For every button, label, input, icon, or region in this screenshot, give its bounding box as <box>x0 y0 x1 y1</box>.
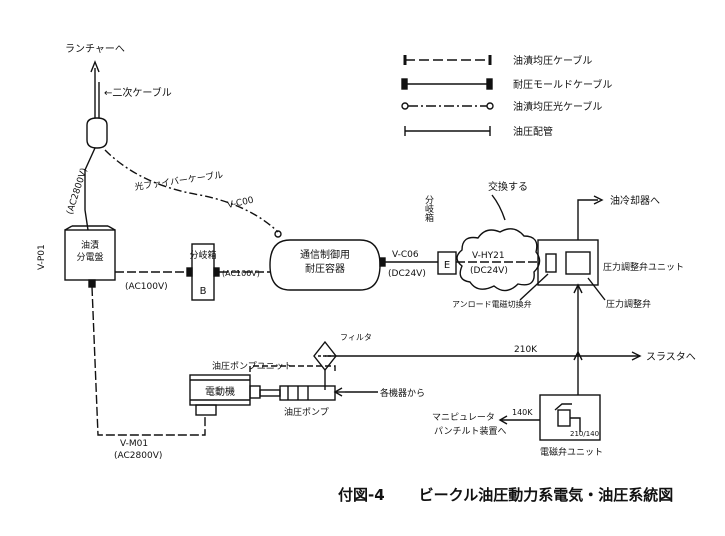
label-v-m01: V-M01 <box>120 439 148 449</box>
figure-caption: 付図-4 ビークル油圧動力系電気・油圧系統図 <box>338 484 707 505</box>
label-fiber-cable: 光ファイバーケーブル <box>134 169 224 193</box>
label-v-p01: V-P01 <box>37 244 47 270</box>
label-pump: 油圧ポンプ <box>284 406 329 418</box>
legend-line-2 <box>401 78 493 90</box>
label-ac2800: (AC2800V) <box>65 167 89 216</box>
label-dc24-b: (DC24V) <box>470 266 508 276</box>
label-motor: 電動機 <box>205 385 235 398</box>
pressure-control-unit <box>537 239 599 286</box>
label-v-c00: V-C00 <box>227 196 255 211</box>
label-vessel-1: 通信制御用 <box>300 248 350 261</box>
label-p210-top: 210K <box>514 345 538 355</box>
label-manipulator-1: マニピュレータ <box>432 412 495 423</box>
figure-number: 付図-4 <box>338 486 385 504</box>
label-oil-box-2: 分電盤 <box>76 251 103 263</box>
label-v-hy21: V-HY21 <box>472 251 505 261</box>
legend-label-4: 油圧配管 <box>513 125 553 138</box>
legend-label-2: 耐圧モールドケーブル <box>513 78 612 91</box>
line-to-oil-cooler <box>577 199 598 240</box>
cable-v-m01 <box>91 286 206 436</box>
label-pump-unit: 油圧ポンプユニット <box>212 360 293 372</box>
label-filter: フィルタ <box>340 333 372 342</box>
label-box-e: E <box>444 260 450 271</box>
label-ac100-mid: (AC100V) <box>222 269 260 278</box>
label-from-sensors: 各機器から <box>380 387 425 399</box>
label-vessel-2: 耐圧容器 <box>305 262 345 275</box>
legend-line-4 <box>404 126 491 136</box>
label-exchange: 交換する <box>488 180 528 193</box>
label-thruster: スラスタへ <box>646 351 696 363</box>
label-manipulator-2: パンチルト装置へ <box>434 425 506 437</box>
label-pressure-unit: 圧力調整弁ユニット <box>603 261 684 273</box>
label-ac2800-bottom: (AC2800V) <box>114 451 162 461</box>
fiber-cable <box>104 149 279 233</box>
label-pressure-valve: 圧力調整弁 <box>606 298 651 310</box>
label-oil-box: 油漬 <box>81 239 99 251</box>
cable-ac2800 <box>84 147 96 231</box>
label-dc24-a: (DC24V) <box>388 269 426 279</box>
label-secondary-cable: ←二次ケーブル <box>104 86 172 99</box>
legend <box>401 55 494 136</box>
label-to-lantern: ランチャーへ <box>65 43 125 55</box>
motor-terminal <box>195 404 217 416</box>
cable-connector <box>86 117 108 149</box>
branch-box-e <box>437 251 457 275</box>
label-v-c06: V-C06 <box>392 250 419 260</box>
legend-line-1 <box>403 55 492 65</box>
label-oil-cooler: 油冷却器へ <box>610 194 660 207</box>
exchange-cloud <box>456 228 541 292</box>
pressure-vessel <box>269 239 381 291</box>
figure-title: ビークル油圧動力系電気・油圧系統図 <box>418 486 674 504</box>
label-branch-box: 分岐箱 <box>423 195 434 223</box>
label-ac100-left: (AC100V) <box>125 282 168 292</box>
exchange-pointer <box>491 194 506 221</box>
label-solenoid-unit: 電磁弁ユニット <box>540 446 603 458</box>
label-anode-valve: アンロード電磁切換弁 <box>452 299 532 309</box>
solenoid-valve-unit <box>539 394 601 441</box>
label-junction-b: 分岐箱 <box>189 249 216 261</box>
label-p210-140: 210/140 <box>570 430 599 438</box>
legend-label-1: 油漬均圧ケーブル <box>513 54 592 67</box>
legend-label-3: 油漬均圧光ケーブル <box>513 100 602 113</box>
label-junction-b-letter: B <box>200 286 207 297</box>
label-p140: 140K <box>512 408 533 417</box>
legend-line-3 <box>401 102 494 110</box>
arrow-up-icon <box>90 60 100 73</box>
